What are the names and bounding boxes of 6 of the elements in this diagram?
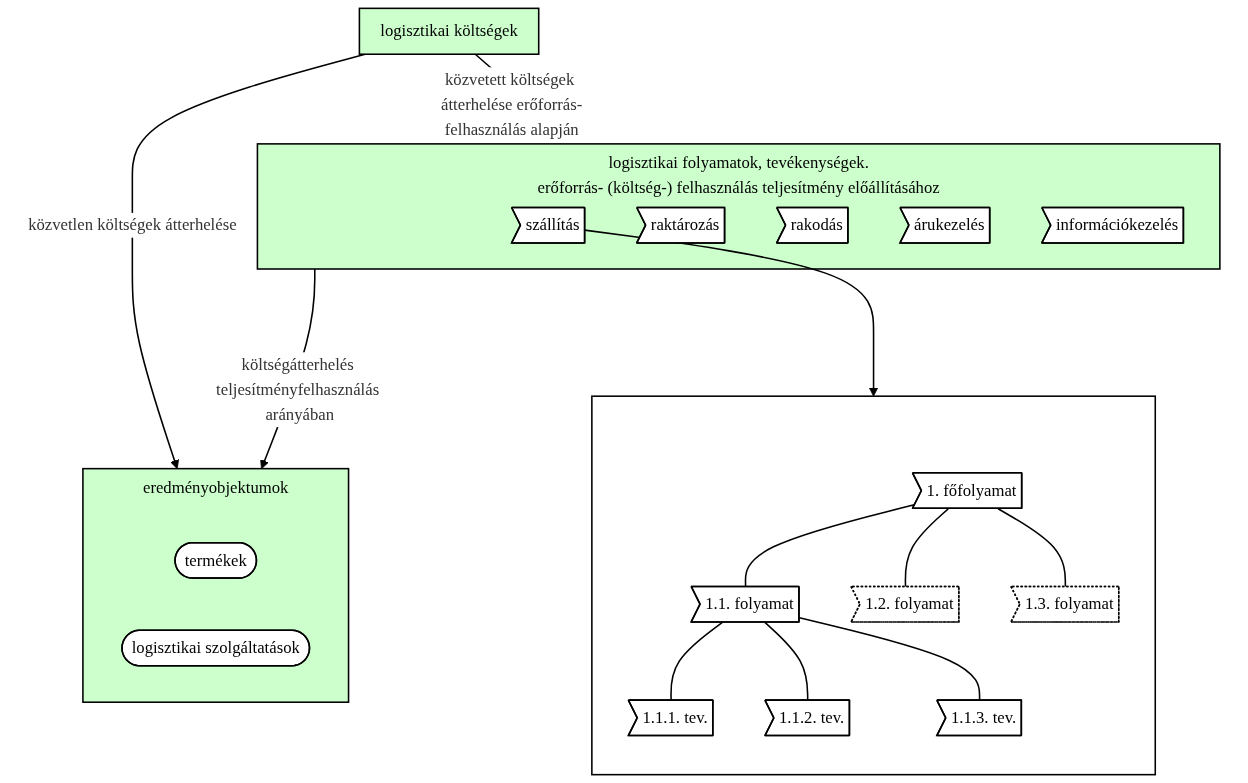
node-box: logisztikai költségek bbox=[358, 7, 540, 55]
edge-label: közvetlen költségek átterhelése bbox=[28, 215, 237, 234]
edge-label: közvetett költségek átterhelése erőforrás-felhasználás alapján bbox=[441, 70, 583, 139]
cluster bbox=[591, 395, 1157, 776]
arrow bbox=[583, 229, 879, 397]
edge-label: költségátterhelés teljesítményfelhasználás arányában bbox=[216, 355, 380, 424]
